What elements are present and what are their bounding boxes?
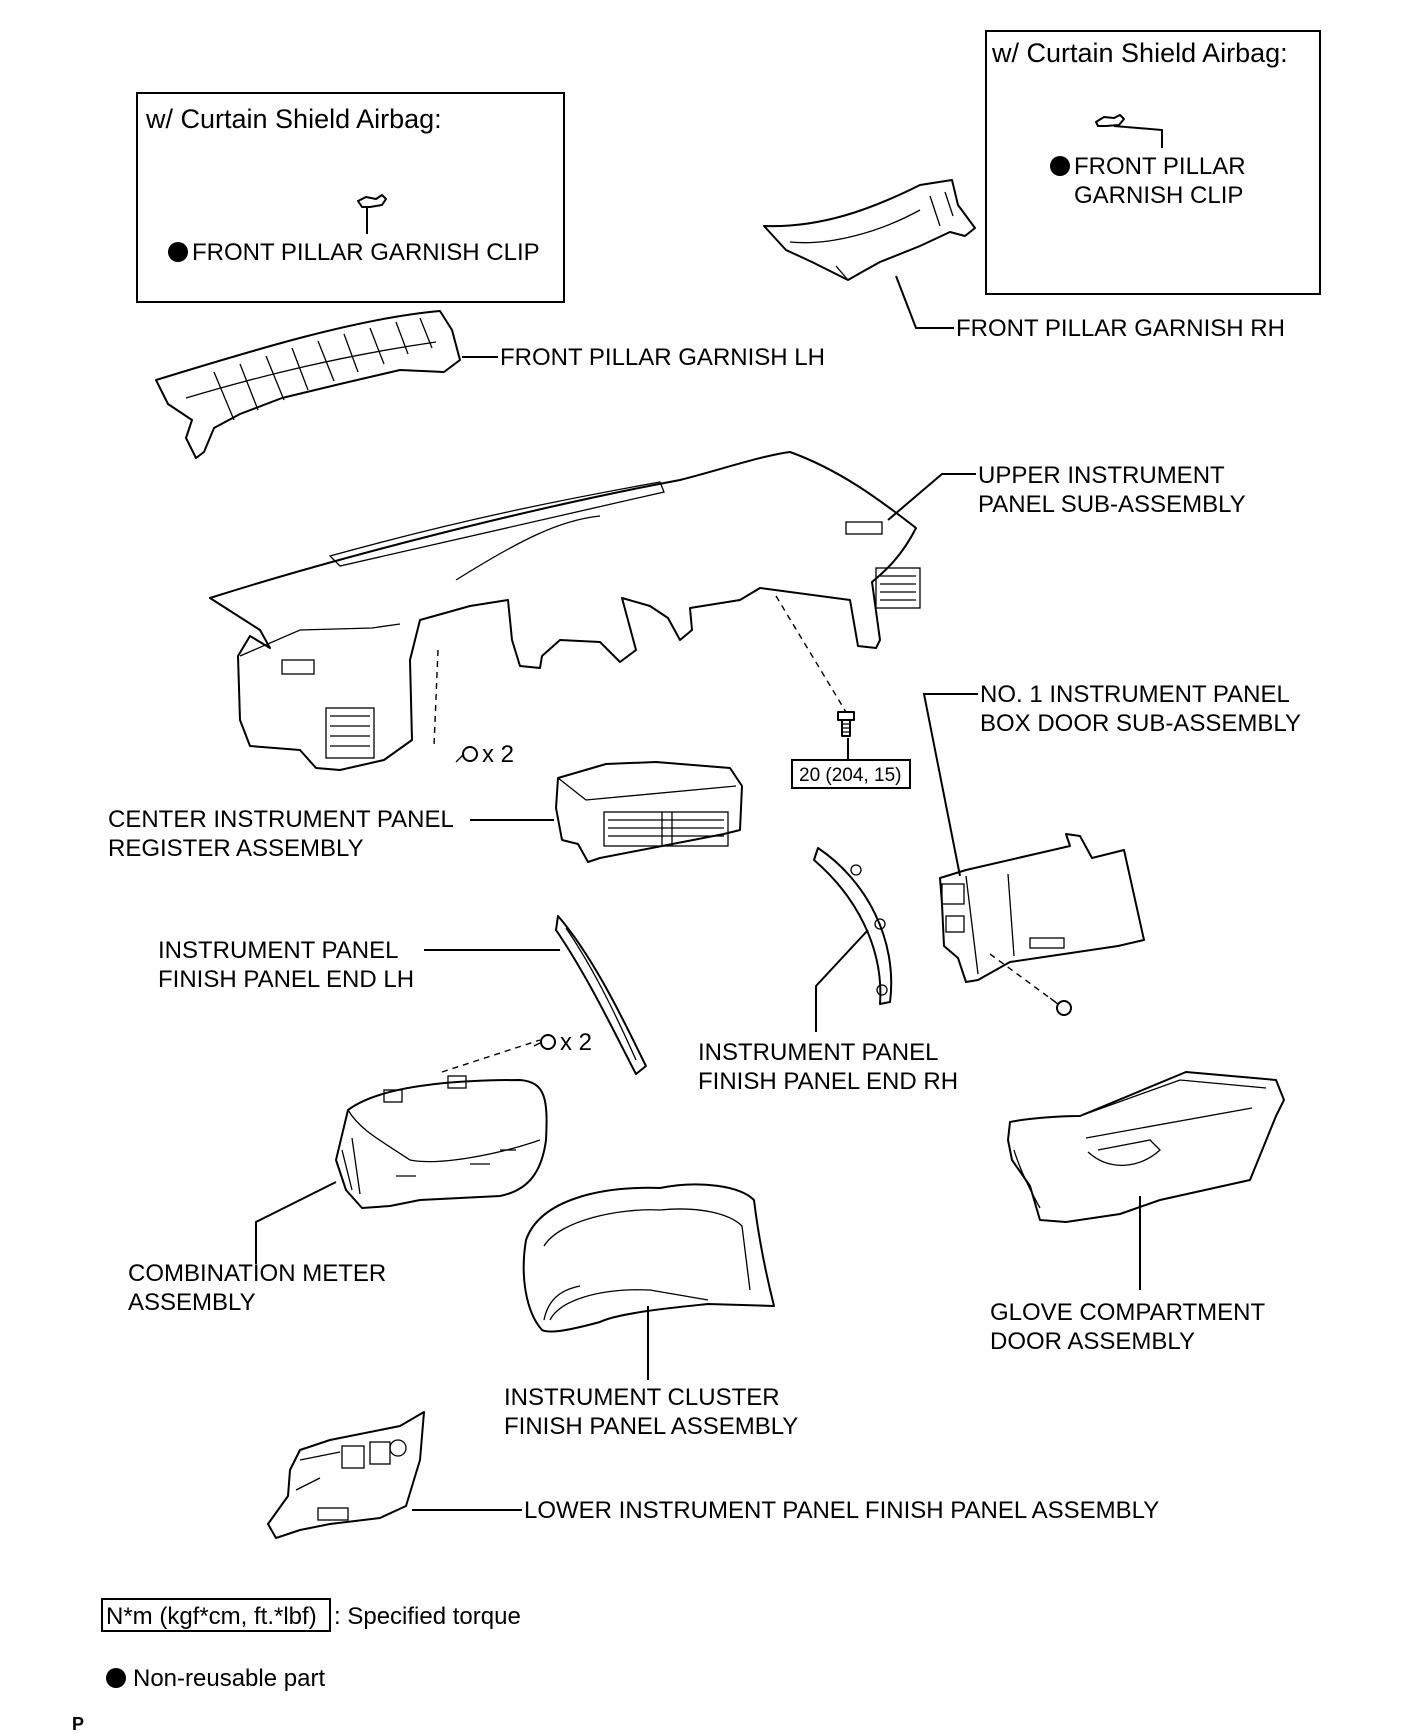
front-pillar-garnish-lh-label: FRONT PILLAR GARNISH LH	[500, 344, 825, 371]
upper-instrument-panel-drawing	[209, 451, 921, 771]
finish-panel-end-lh-drawing	[555, 915, 647, 1075]
cluster-finish-panel-label-1: INSTRUMENT CLUSTER	[504, 1384, 780, 1411]
torque-legend-units: N*m (kgf*cm, ft.*lbf)	[106, 1603, 317, 1630]
callout-box-rh-clip-label-1: FRONT PILLAR	[1074, 153, 1246, 180]
finish-panel-end-rh-leader	[815, 929, 869, 1032]
callout-box-lh-title: w/ Curtain Shield Airbag:	[145, 104, 442, 134]
nonreusable-dot-icon	[106, 1668, 126, 1688]
front-pillar-garnish-rh-drawing	[763, 179, 976, 281]
cluster-finish-panel-label-2: FINISH PANEL ASSEMBLY	[504, 1413, 798, 1440]
center-register-label-2: REGISTER ASSEMBLY	[108, 835, 364, 862]
box-door-leader	[922, 693, 978, 877]
corner-mark: P	[72, 1714, 84, 1734]
center-register-drawing	[555, 761, 743, 863]
callout-box-lh-clip-label: FRONT PILLAR GARNISH CLIP	[192, 239, 540, 266]
screw-icon	[455, 746, 478, 763]
torque-legend-box	[101, 1598, 331, 1632]
finish-panel-end-rh-drawing	[813, 847, 893, 1005]
bolt-dashed-line	[775, 595, 847, 713]
finish-panel-end-rh-label-1: INSTRUMENT PANEL	[698, 1039, 938, 1066]
upper-instrument-panel-label-2: PANEL SUB-ASSEMBLY	[978, 491, 1246, 518]
meter-screw-line	[441, 1039, 541, 1073]
box-door-screw-line	[989, 953, 1059, 1005]
nonreusable-dot-icon	[1050, 156, 1070, 176]
lower-finish-panel-drawing	[267, 1411, 425, 1539]
torque-legend-text: : Specified torque	[334, 1603, 521, 1630]
box-door-sub-assembly-drawing	[939, 833, 1145, 983]
clip-icon-lh	[357, 194, 387, 234]
combination-meter-leader	[255, 1181, 337, 1264]
upper-screw-count: x 2	[482, 741, 514, 768]
finish-panel-end-rh-label-2: FINISH PANEL END RH	[698, 1068, 958, 1095]
box-door-label-2: BOX DOOR SUB-ASSEMBLY	[980, 710, 1301, 737]
bolt-icon	[837, 711, 855, 737]
screw-dashed-line	[433, 649, 439, 747]
combination-meter-label-2: ASSEMBLY	[128, 1289, 256, 1316]
callout-box-rh-clip-label-2: GARNISH CLIP	[1074, 182, 1243, 209]
screw-icon	[533, 1034, 556, 1050]
glove-compartment-label-1: GLOVE COMPARTMENT	[990, 1299, 1265, 1326]
legend: N*m (kgf*cm, ft.*lbf) : Specified torque…	[101, 1598, 521, 1692]
combination-meter-label-1: COMBINATION METER	[128, 1260, 386, 1287]
upper-instrument-panel-label-1: UPPER INSTRUMENT	[978, 462, 1225, 489]
nonreusable-legend-text: Non-reusable part	[133, 1665, 325, 1692]
meter-screw-count: x 2	[560, 1029, 592, 1056]
callout-box-rh: w/ Curtain Shield Airbag: FRONT PILLAR G…	[985, 30, 1321, 295]
lower-finish-panel-label: LOWER INSTRUMENT PANEL FINISH PANEL ASSE…	[524, 1497, 1159, 1524]
glove-compartment-drawing	[1007, 1071, 1285, 1223]
nonreusable-dot-icon	[168, 242, 188, 262]
glove-compartment-label-2: DOOR ASSEMBLY	[990, 1328, 1195, 1355]
upper-instrument-panel-leader	[887, 473, 976, 521]
torque-value: 20 (204, 15)	[799, 765, 901, 786]
screw-icon	[1049, 997, 1072, 1016]
front-pillar-garnish-rh-leader	[895, 275, 954, 329]
combination-meter-drawing	[335, 1075, 548, 1209]
callout-box-rh-title: w/ Curtain Shield Airbag:	[991, 38, 1288, 68]
front-pillar-garnish-lh-drawing	[155, 310, 461, 459]
center-register-label-1: CENTER INSTRUMENT PANEL	[108, 806, 454, 833]
finish-panel-end-lh-label-2: FINISH PANEL END LH	[158, 966, 414, 993]
finish-panel-end-lh-label-1: INSTRUMENT PANEL	[158, 937, 398, 964]
torque-box	[791, 759, 911, 789]
cluster-finish-panel-drawing	[522, 1183, 775, 1333]
box-door-label-1: NO. 1 INSTRUMENT PANEL	[980, 681, 1290, 708]
clip-icon-rh	[1095, 114, 1163, 148]
callout-box-lh: w/ Curtain Shield Airbag: FRONT PILLAR G…	[136, 92, 565, 303]
front-pillar-garnish-rh-label: FRONT PILLAR GARNISH RH	[956, 315, 1285, 342]
